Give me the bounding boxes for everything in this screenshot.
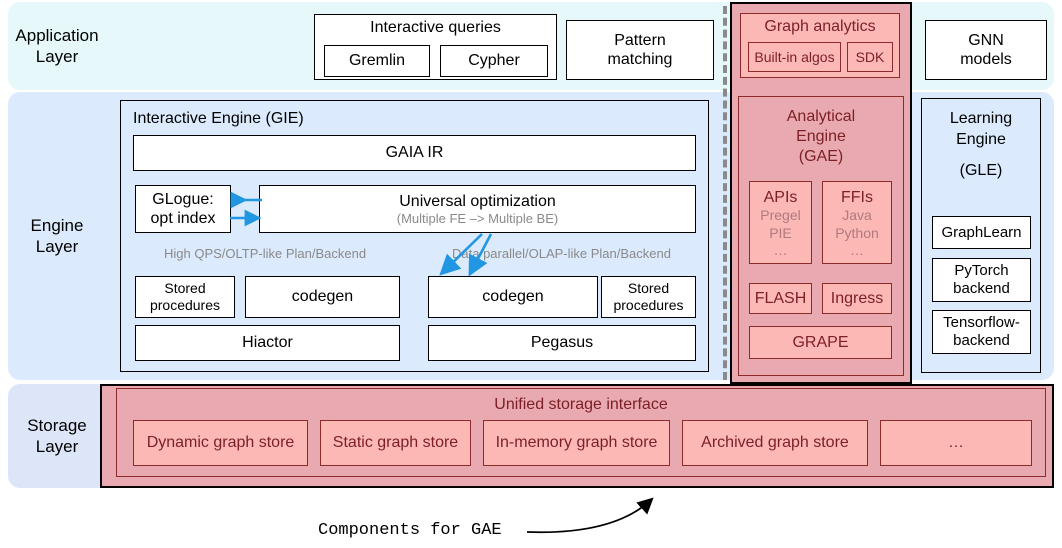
flash-box[interactable]: FLASH	[749, 283, 812, 314]
ffis-box[interactable]: FFIs Java Python …	[822, 181, 892, 264]
application-layer-label-line2: Layer	[35, 47, 79, 66]
apis-title: APIs	[763, 189, 798, 206]
pytorch-backend-line1: PyTorch	[954, 262, 1009, 279]
interactive-queries-group[interactable]: Interactive queries Gremlin Cypher	[314, 14, 557, 80]
glogue-opt-index-box[interactable]: GLogue: opt index	[135, 185, 231, 233]
learning-engine-title: Learning Engine (GLE)	[922, 109, 1040, 181]
engine-layer-label-line2: Layer	[35, 237, 79, 256]
pytorch-backend-box[interactable]: PyTorch backend	[932, 258, 1031, 302]
storage-layer-label-line1: Storage	[27, 415, 87, 435]
application-layer-label: Application Layer	[12, 2, 102, 90]
ingress-box[interactable]: Ingress	[822, 283, 892, 314]
pattern-matching-box[interactable]: Pattern matching	[566, 20, 714, 80]
pattern-matching-line1: Pattern	[614, 31, 666, 49]
right-stored-procedures-line2: procedures	[613, 297, 684, 313]
caption-curved-arrow	[526, 497, 654, 534]
right-stored-procedures-line1: Stored	[627, 280, 670, 297]
gremlin-box[interactable]: Gremlin	[324, 45, 430, 77]
interactive-queries-title: Interactive queries	[370, 19, 501, 36]
right-plan-backend-note: Data parallel/OLAP-like Plan/Backend	[452, 246, 671, 261]
learning-engine-title-line2: Engine	[956, 130, 1006, 148]
grape-box[interactable]: GRAPE	[749, 326, 892, 359]
graphlearn-box[interactable]: GraphLearn	[932, 216, 1031, 249]
static-graph-store-box[interactable]: Static graph store	[320, 420, 471, 466]
cypher-box[interactable]: Cypher	[440, 45, 548, 77]
analytical-engine-title-line3: (GAE)	[798, 148, 844, 165]
graph-analytics-title-front: Graph analytics	[764, 18, 876, 35]
ffis-line-python: Python	[835, 224, 879, 241]
glogue-line2: opt index	[150, 210, 216, 227]
tensorflow-backend-box[interactable]: Tensorflow- backend	[932, 310, 1031, 354]
ffis-title: FFIs	[841, 189, 873, 206]
pegasus-box[interactable]: Pegasus	[428, 325, 696, 361]
universal-optimization-box[interactable]: Universal optimization (Multiple FE –> M…	[259, 185, 696, 233]
caption-text: Components for GAE	[318, 521, 502, 540]
storage-stores-row: Dynamic graph store Static graph store I…	[133, 420, 1033, 468]
engine-layer-label: Engine Layer	[12, 92, 102, 380]
archived-graph-store-box[interactable]: Archived graph store	[682, 420, 868, 466]
gaia-ir-box[interactable]: GAIA IR	[133, 135, 696, 171]
storage-layer-label-line2: Layer	[35, 437, 79, 456]
right-codegen-box[interactable]: codegen	[428, 276, 598, 318]
glogue-optimization-arrows	[230, 191, 262, 227]
interactive-engine-title: Interactive Engine (GIE)	[133, 110, 304, 127]
storage-layer-label: Storage Layer	[12, 384, 102, 488]
unified-storage-interface-title: Unified storage interface	[494, 396, 668, 413]
universal-optimization-title: Universal optimization	[399, 192, 556, 210]
gnn-models-line1: GNN	[968, 31, 1004, 49]
analytical-engine-title-line1: Analytical	[786, 108, 856, 125]
apis-line-pie: PIE	[769, 224, 792, 241]
dynamic-graph-store-box[interactable]: Dynamic graph store	[133, 420, 308, 466]
tensorflow-backend-line1: Tensorflow-	[943, 314, 1020, 331]
hiactor-box[interactable]: Hiactor	[135, 325, 400, 361]
built-in-algos-box-front[interactable]: Built-in algos	[748, 42, 841, 72]
pattern-matching-line2: matching	[607, 51, 673, 68]
interactive-engine-panel[interactable]: Interactive Engine (GIE)	[120, 100, 709, 372]
left-stored-procedures-line1: Stored	[164, 280, 206, 297]
left-codegen-box[interactable]: codegen	[245, 276, 400, 318]
learning-engine-panel[interactable]: Learning Engine (GLE)	[921, 98, 1041, 373]
engine-layer-label-line1: Engine	[30, 215, 84, 235]
apis-box[interactable]: APIs Pregel PIE …	[749, 181, 812, 264]
application-layer-label-line1: Application	[15, 25, 99, 45]
right-stored-procedures-box[interactable]: Stored procedures	[601, 276, 696, 318]
pytorch-backend-line2: backend	[953, 280, 1010, 297]
more-stores-box[interactable]: …	[880, 420, 1032, 466]
learning-engine-title-line3: (GLE)	[959, 161, 1003, 179]
left-stored-procedures-box[interactable]: Stored procedures	[135, 276, 235, 318]
gae-section-separator	[723, 6, 727, 380]
sdk-box-front[interactable]: SDK	[847, 42, 893, 72]
left-stored-procedures-line2: procedures	[149, 297, 221, 313]
universal-optimization-subtitle: (Multiple FE –> Multiple BE)	[396, 210, 559, 226]
analytical-engine-title: Analytical Engine (GAE)	[739, 107, 903, 167]
ffis-line-ellipsis: …	[850, 242, 864, 259]
learning-engine-title-line1: Learning	[949, 110, 1013, 127]
tensorflow-backend-line2: backend	[953, 332, 1010, 349]
in-memory-graph-store-box[interactable]: In-memory graph store	[483, 420, 670, 466]
left-plan-backend-note: High QPS/OLTP-like Plan/Backend	[164, 246, 367, 261]
glogue-line1: GLogue:	[152, 190, 214, 208]
analytical-engine-title-line2: Engine	[796, 128, 846, 145]
apis-line-ellipsis: …	[773, 242, 788, 259]
graph-analytics-group-front[interactable]: Graph analytics Built-in algos SDK	[740, 13, 900, 78]
ffis-line-java: Java	[842, 207, 872, 224]
optimization-branch-arrows	[439, 233, 493, 277]
gnn-models-box[interactable]: GNN models	[925, 20, 1047, 80]
gnn-models-line2: models	[960, 51, 1012, 68]
apis-line-pregel: Pregel	[760, 207, 801, 224]
